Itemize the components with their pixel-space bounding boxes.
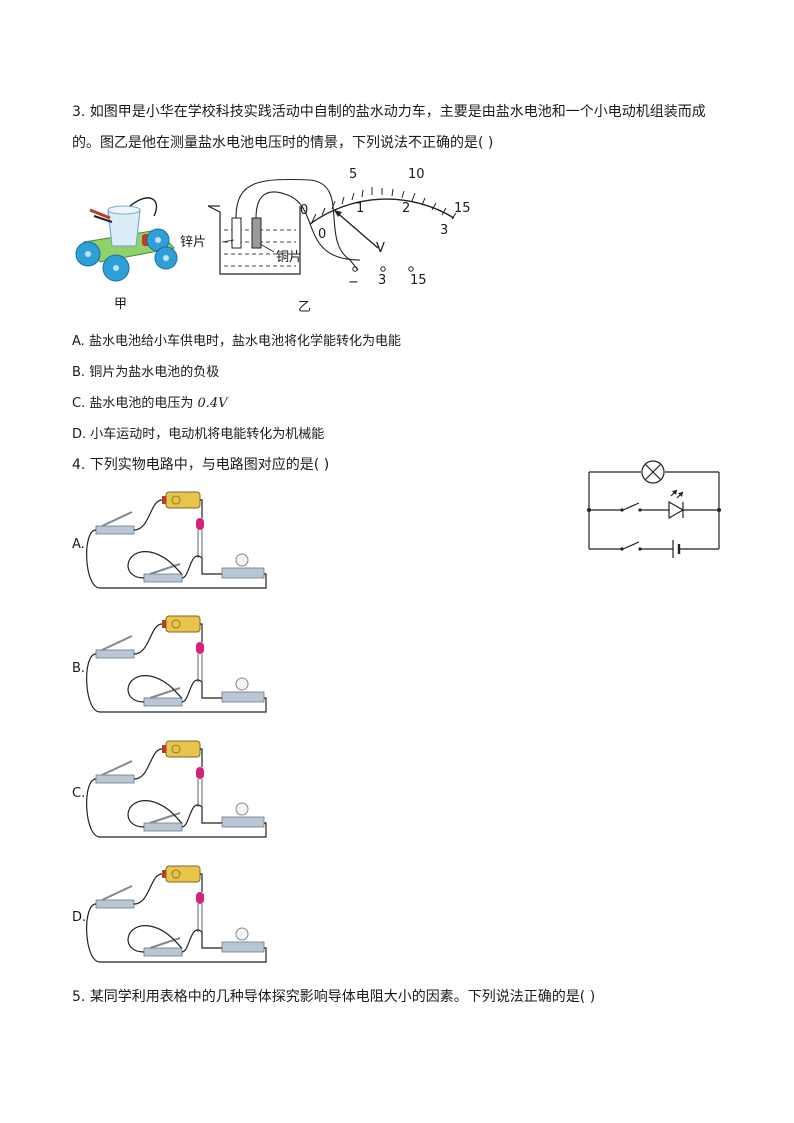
circuit-diagram [587, 460, 721, 558]
meter-upper-5: 5 [349, 167, 357, 182]
q3-option-c-text: 盐水电池的电压为 [89, 396, 198, 411]
q3-option-d[interactable]: D. 小车运动时，电动机将电能转化为机械能 [72, 426, 324, 444]
q3-option-b-text: 铜片为盐水电池的负极 [89, 365, 220, 380]
meter-lower-1: 1 [356, 201, 364, 216]
q3-option-b[interactable]: B. 铜片为盐水电池的负极 [72, 364, 219, 382]
physical-circuit-c [85, 740, 267, 838]
physical-circuit-a [85, 491, 267, 589]
q5-stem: 5. 某同学利用表格中的几种导体探究影响导体电阻大小的因素。下列说法正确的是( … [72, 989, 596, 1005]
terminal-15: 15 [410, 273, 427, 288]
meter-unit: V [376, 241, 385, 256]
physical-circuit-b [85, 615, 267, 713]
q3-option-c[interactable]: C. 盐水电池的电压为 0.4V [72, 395, 228, 413]
q3-option-a-letter: A. [72, 334, 85, 349]
terminal-3: 3 [378, 273, 386, 288]
figure-jia-label: 甲 [114, 297, 128, 312]
meter-upper-0: 0 [300, 203, 308, 218]
meter-upper-10: 10 [408, 167, 425, 182]
q3-stem-line1: 3. 如图甲是小华在学校科技实践活动中自制的盐水动力车，主要是由盐水电池和一个小… [72, 104, 706, 120]
q3-option-d-letter: D. [72, 427, 87, 442]
salt-water-car-figure [75, 197, 178, 282]
q3-option-c-math: 0.4V [197, 396, 228, 411]
q4-stem: 4. 下列实物电路中，与电路图对应的是( ) [72, 457, 330, 473]
q3-stem-line2: 的。图乙是他在测量盐水电池电压时的情景，下列说法不正确的是( ) [72, 135, 494, 151]
meter-lower-2: 2 [402, 201, 410, 216]
q4-option-a[interactable]: A. [72, 537, 85, 552]
terminal-negative: − [348, 275, 359, 290]
q3-option-a[interactable]: A. 盐水电池给小车供电时，盐水电池将化学能转化为电能 [72, 333, 401, 351]
beaker-voltmeter-figure: 0 5 10 15 0 1 2 3 V − 3 15 [207, 167, 471, 290]
q3-option-d-text: 小车运动时，电动机将电能转化为机械能 [90, 427, 325, 442]
meter-upper-15: 15 [454, 201, 471, 216]
zinc-plate-label: 锌片 [180, 235, 207, 250]
meter-lower-3: 3 [440, 223, 448, 238]
q4-option-b[interactable]: B. [72, 661, 86, 676]
q3-option-c-letter: C. [72, 396, 86, 411]
q4-option-c[interactable]: C. [72, 786, 86, 801]
q3-option-b-letter: B. [72, 365, 86, 380]
figure-yi-label: 乙 [298, 300, 312, 315]
q3-option-a-text: 盐水电池给小车供电时，盐水电池将化学能转化为电能 [88, 334, 401, 349]
physical-circuit-d [85, 865, 267, 963]
copper-plate-label: 铜片 [276, 250, 303, 265]
meter-lower-0: 0 [318, 227, 326, 242]
q4-option-d[interactable]: D. [72, 910, 87, 925]
